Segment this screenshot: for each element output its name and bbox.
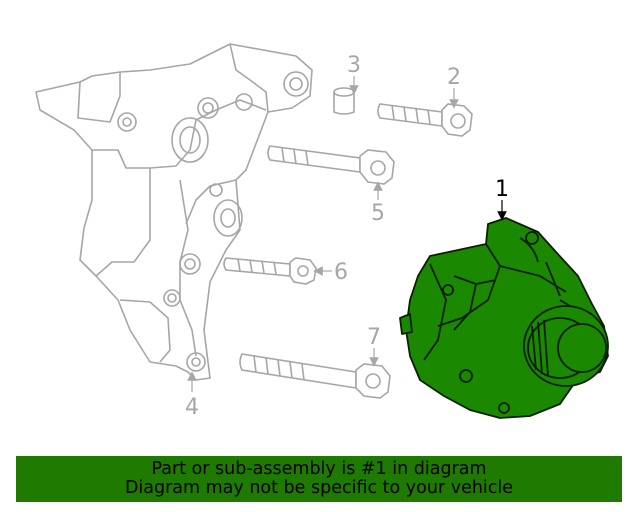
- callout-1[interactable]: 1: [495, 177, 509, 202]
- bolt-part-5: [267, 145, 395, 185]
- callout-7: 7: [367, 325, 381, 350]
- info-banner: Part or sub-assembly is #1 in diagram Di…: [16, 456, 622, 502]
- bolt-part-6: [223, 257, 317, 285]
- mounting-bracket: [35, 43, 313, 381]
- spacer-part-3: [333, 87, 355, 115]
- leader-lines: [187, 76, 507, 392]
- callout-4: 4: [185, 395, 199, 420]
- banner-line-disclaimer: Diagram may not be specific to your vehi…: [124, 478, 514, 498]
- bolt-part-2: [377, 103, 473, 137]
- banner-background: [16, 456, 622, 502]
- callout-2: 2: [447, 65, 461, 90]
- alternator-part-1[interactable]: [399, 217, 609, 419]
- banner-line-part-notice: Part or sub-assembly is #1 in diagram: [151, 459, 487, 479]
- callout-5: 5: [371, 201, 385, 226]
- callout-6: 6: [334, 260, 348, 285]
- bolt-part-7: [239, 353, 391, 399]
- callout-3: 3: [347, 53, 361, 78]
